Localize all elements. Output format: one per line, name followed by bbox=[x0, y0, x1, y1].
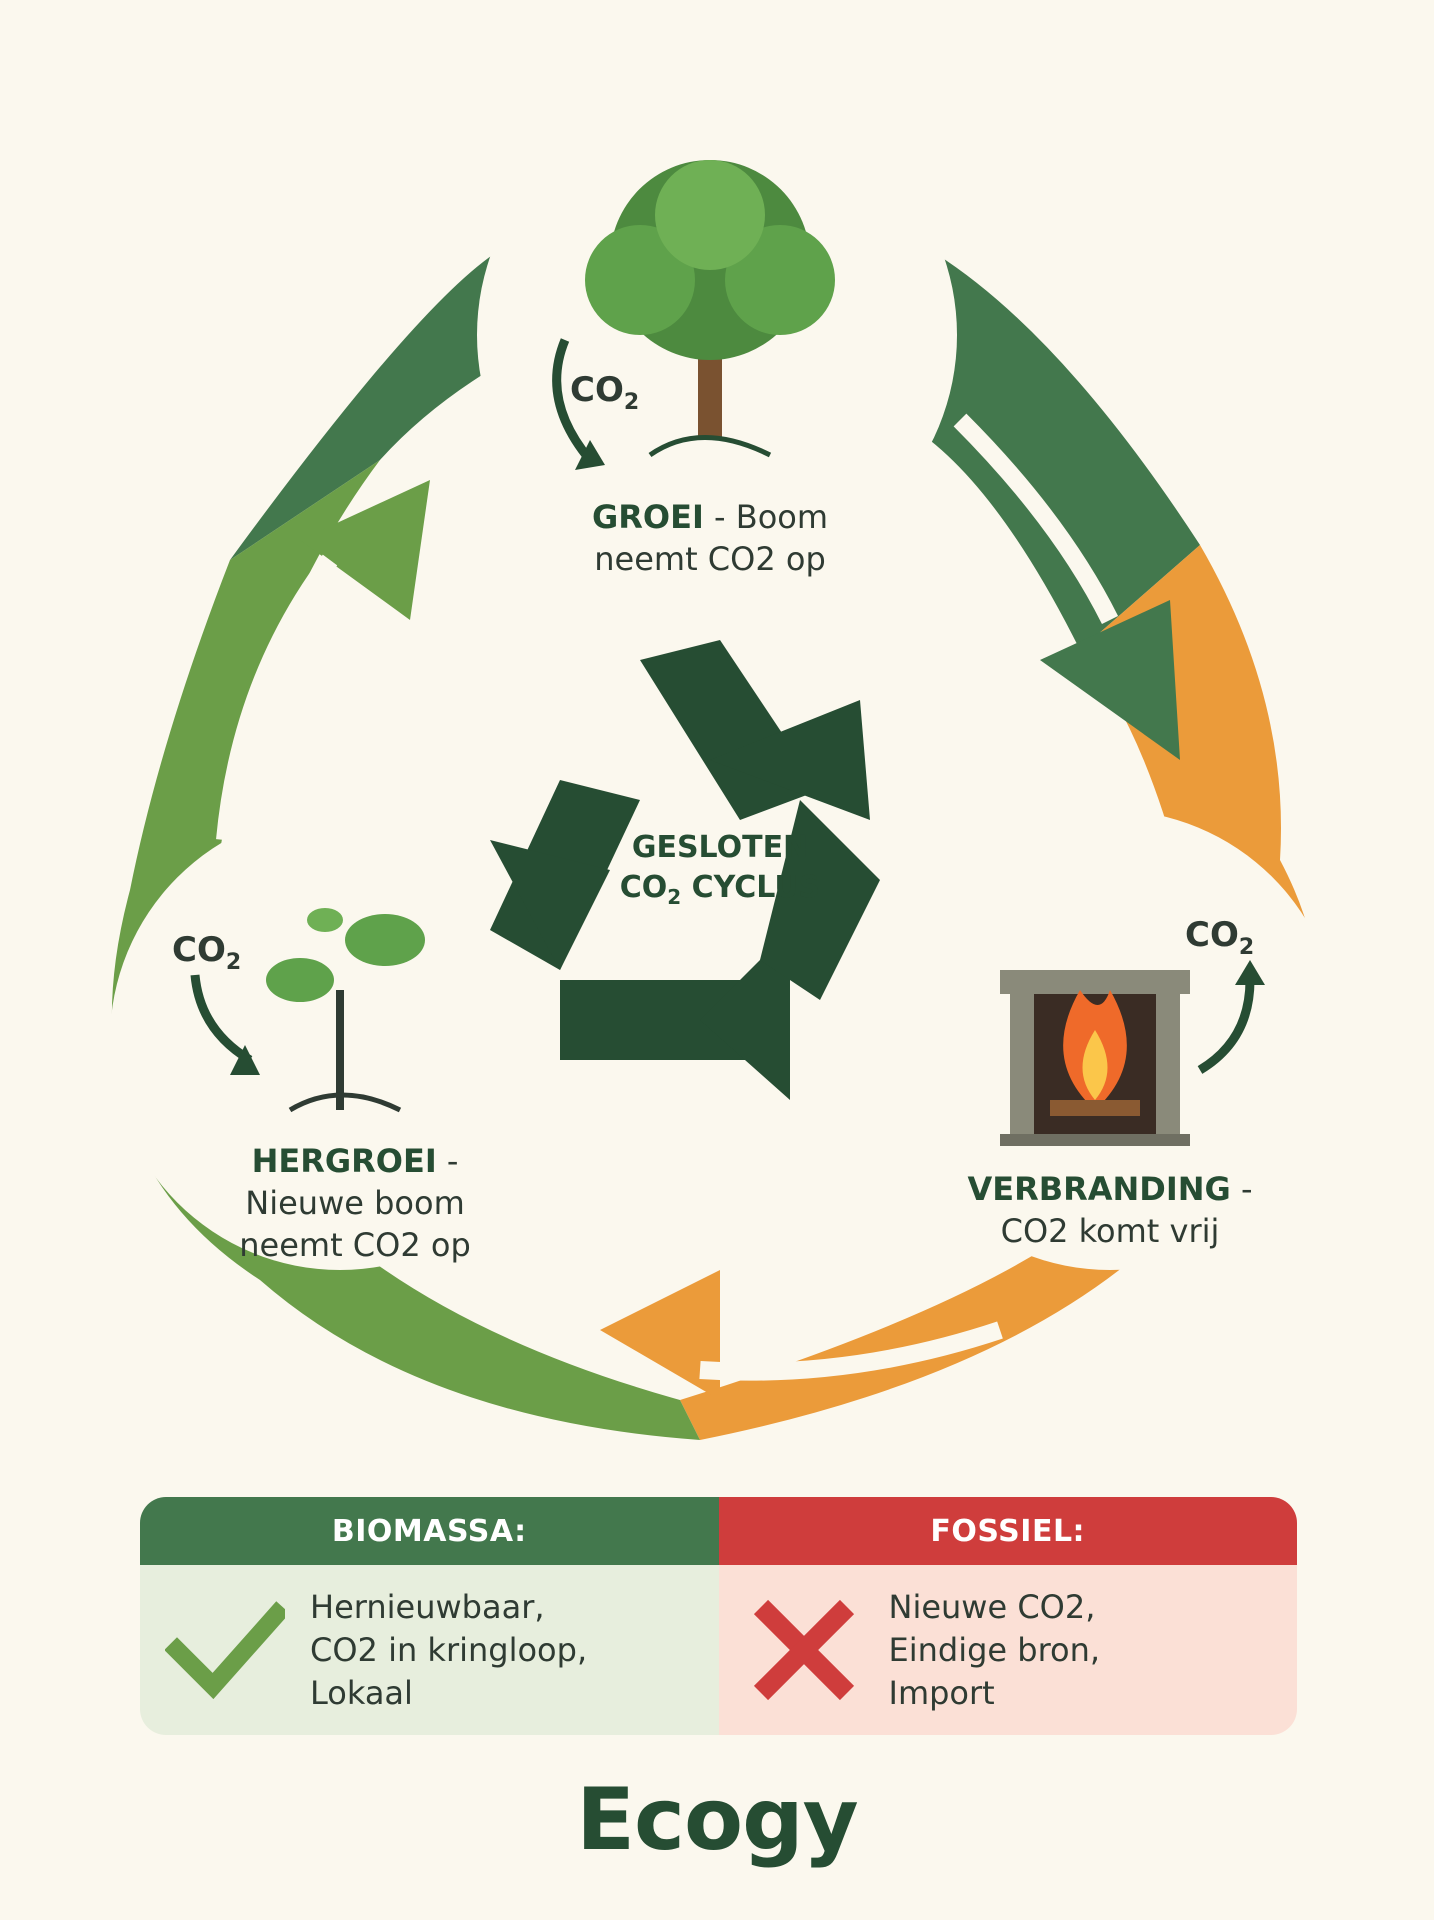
cycle-ring bbox=[111, 155, 1317, 1440]
fossiel-header: FOSSIEL: bbox=[718, 1497, 1297, 1565]
biomassa-line: Lokaal bbox=[310, 1673, 413, 1712]
label-regrowth: HERGROEI - Nieuwe boom neemt CO2 op bbox=[239, 1142, 471, 1264]
co2-label-burn: CO2 bbox=[1185, 915, 1255, 960]
fossiel-line: Eindige bron, bbox=[888, 1630, 1101, 1669]
center-label: GESLOTEN CO2 CYCLUS bbox=[619, 830, 821, 909]
fireplace-icon bbox=[1000, 970, 1190, 1146]
tree-icon bbox=[585, 160, 835, 458]
biomassa-line: Hernieuwbaar, bbox=[310, 1587, 545, 1626]
recycle-icon bbox=[490, 640, 880, 1100]
arrow-head-burn bbox=[600, 1270, 720, 1400]
label-growth: GROEI - Boom neemt CO2 op bbox=[591, 498, 829, 578]
biomassa-column: BIOMASSA: Hernieuwbaar, CO2 in kringloop… bbox=[140, 1497, 719, 1735]
checkmark-icon bbox=[165, 1601, 285, 1700]
comparison-table: BIOMASSA: Hernieuwbaar, CO2 in kringloop… bbox=[140, 1497, 1297, 1735]
fossiel-line: Nieuwe CO2, bbox=[888, 1587, 1096, 1626]
ring-segment-growth bbox=[230, 155, 1200, 650]
co2-arrow-growth bbox=[552, 338, 594, 463]
arrow-head-regrowth bbox=[300, 480, 430, 620]
cycle-diagram: CO2 CO2 CO2 GROEI - Boom neemt CO2 op VE… bbox=[111, 155, 1317, 1440]
arrow-head-growth bbox=[1040, 600, 1180, 760]
label-burn: VERBRANDING - CO2 komt vrij bbox=[967, 1170, 1253, 1250]
co2-label-regrowth: CO2 bbox=[172, 930, 242, 975]
biomassa-header: BIOMASSA: bbox=[140, 1497, 719, 1565]
co2-arrow-regrowth bbox=[190, 974, 253, 1064]
sapling-icon bbox=[266, 908, 425, 1113]
cross-icon bbox=[753, 1599, 854, 1701]
fossiel-column: FOSSIEL: Nieuwe CO2, Eindige bron, Impor… bbox=[718, 1497, 1297, 1735]
co2-arrow-burn bbox=[1197, 979, 1255, 1074]
biomassa-line: CO2 in kringloop, bbox=[310, 1630, 588, 1669]
co2-label-growth: CO2 bbox=[570, 370, 640, 415]
brand-logo: Ecogy bbox=[576, 1770, 858, 1870]
fossiel-line: Import bbox=[888, 1673, 995, 1712]
